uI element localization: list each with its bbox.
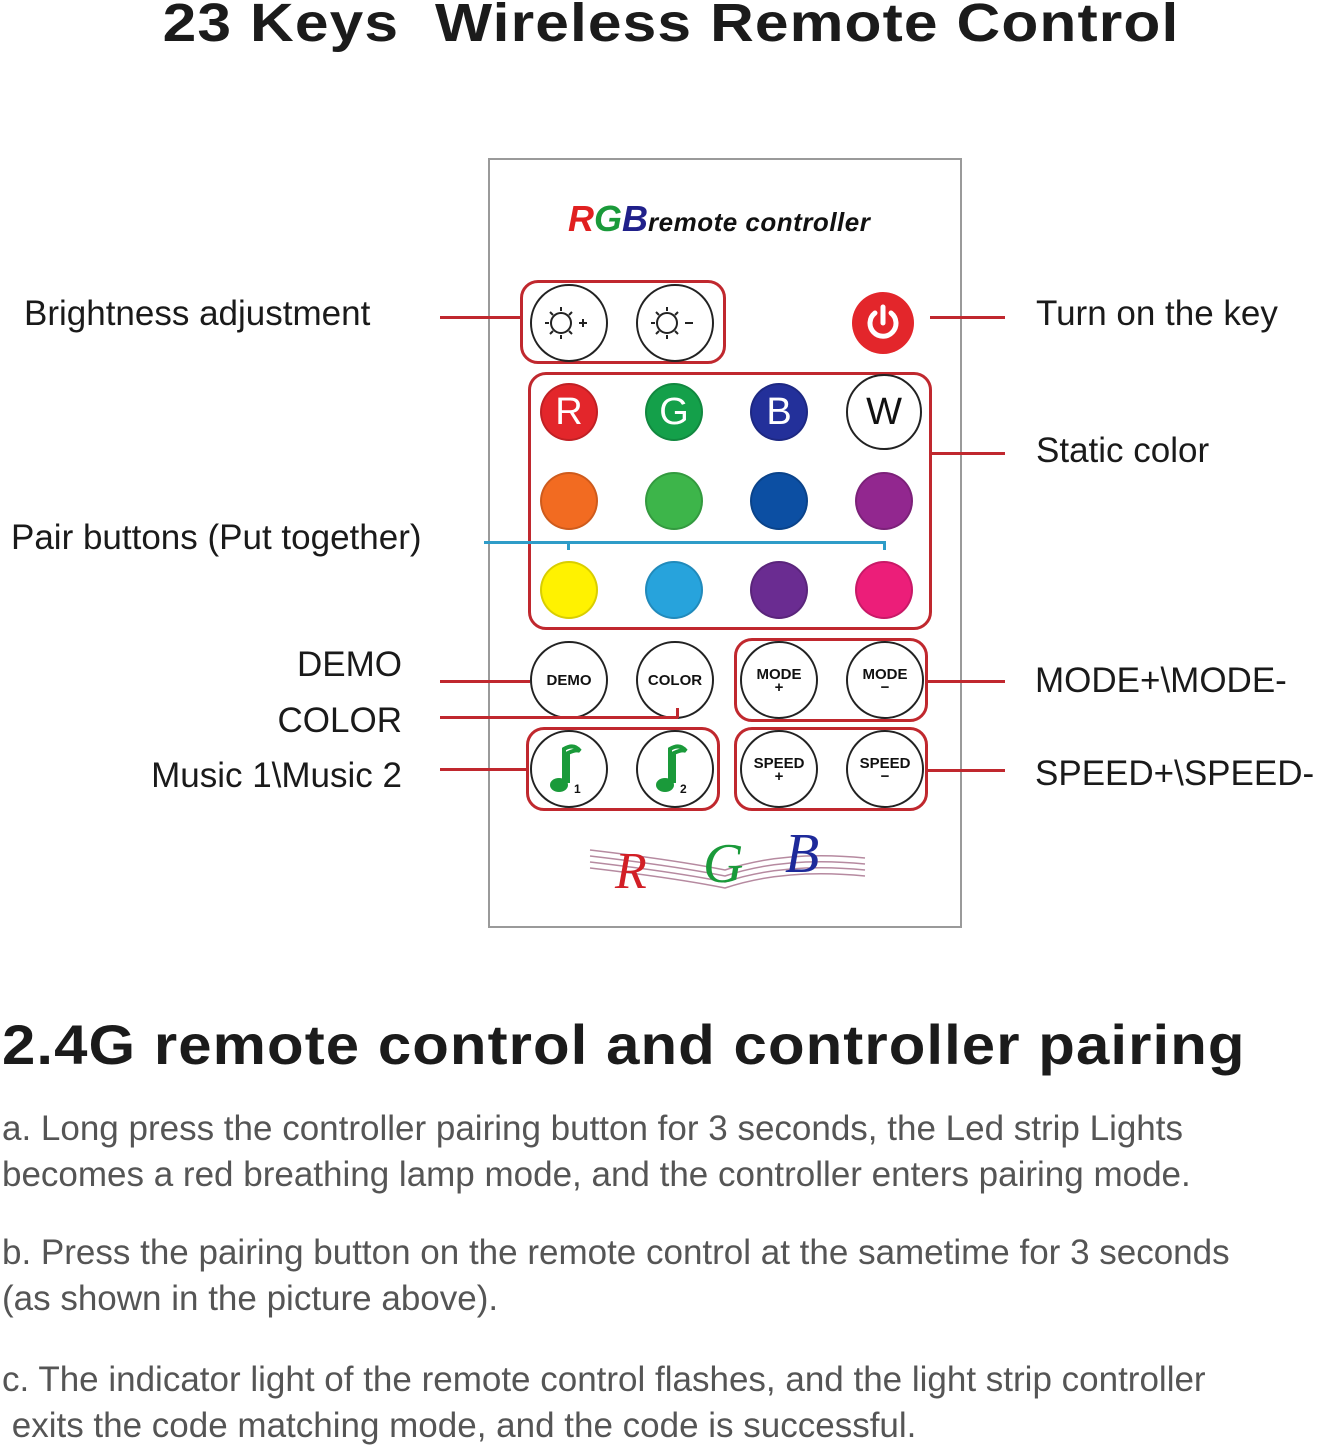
callout-demo: DEMO <box>297 645 402 684</box>
demo-button[interactable]: DEMO <box>530 641 608 719</box>
color-button-letter: G <box>659 390 689 433</box>
pairing-step-a: a. Long press the controller pairing but… <box>2 1106 1191 1198</box>
rgb-music-staff-logo: R G B <box>589 823 866 900</box>
callout-music: Music 1\Music 2 <box>151 756 402 795</box>
callout-line-color-tick <box>676 708 679 718</box>
logo-r: R <box>614 843 647 900</box>
color-button[interactable]: COLOR <box>636 641 714 719</box>
brightness-down-icon <box>651 307 693 339</box>
color-button-orange[interactable] <box>540 472 598 530</box>
brand-r: R <box>568 198 594 239</box>
color-button-violet[interactable] <box>750 561 808 619</box>
pair-line-tick-left <box>567 541 570 550</box>
pairing-step-b: b. Press the pairing button on the remot… <box>2 1230 1230 1322</box>
callout-brightness: Brightness adjustment <box>24 294 371 333</box>
callout-line-power <box>930 316 1005 319</box>
mode-plus-button[interactable]: MODE + <box>740 641 818 719</box>
mode-plus-label: MODE <box>756 665 802 683</box>
demo-button-label: DEMO <box>546 671 592 689</box>
step-c-line2: exits the code matching mode, and the co… <box>2 1406 917 1445</box>
brightness-down-button[interactable] <box>636 284 714 362</box>
callout-line-mode <box>928 680 1005 683</box>
brand-g: G <box>594 198 623 239</box>
callout-mode: MODE+\MODE- <box>1035 661 1287 700</box>
music1-button[interactable]: 1 <box>530 730 608 808</box>
callout-power: Turn on the key <box>1036 294 1278 333</box>
callout-line-demo <box>440 680 530 683</box>
music-note-icon: 1 <box>550 744 582 796</box>
mode-plus-sign: + <box>774 678 784 696</box>
brightness-group <box>520 280 726 364</box>
mode-minus-label: MODE <box>862 665 908 683</box>
static-color-group <box>528 372 932 630</box>
color-button-label: COLOR <box>647 671 703 689</box>
callout-line-brightness <box>440 316 520 319</box>
logo-b: B <box>785 823 819 885</box>
music1-number: 1 <box>574 782 581 796</box>
speed-minus-label: SPEED <box>859 754 911 772</box>
mode-minus-sign: − <box>880 678 890 696</box>
speed-plus-button[interactable]: SPEED + <box>740 730 818 808</box>
power-button[interactable] <box>852 292 914 354</box>
pairing-heading: 2.4G remote control and controller pairi… <box>2 1013 1246 1076</box>
pair-callout-line <box>484 541 886 544</box>
callout-color: COLOR <box>277 701 402 740</box>
power-icon <box>867 304 899 339</box>
color-button-letter: R <box>555 390 583 433</box>
brand-b: B <box>622 198 649 239</box>
speed-group <box>734 727 928 811</box>
pair-line-tick-right <box>883 541 886 550</box>
pairing-step-c: c. The indicator light of the remote con… <box>2 1357 1206 1449</box>
logo-g: G <box>703 833 743 895</box>
music2-button[interactable]: 2 <box>636 730 714 808</box>
color-button-white[interactable]: W <box>846 374 922 450</box>
brightness-up-button[interactable] <box>530 284 608 362</box>
color-button-sky-blue[interactable] <box>645 561 703 619</box>
page-title: 23 Keys Wireless Remote Control <box>162 0 1180 53</box>
music2-number: 2 <box>680 782 687 796</box>
callout-static: Static color <box>1036 431 1210 470</box>
color-button-light-green[interactable] <box>645 472 703 530</box>
callout-speed: SPEED+\SPEED- <box>1035 754 1315 793</box>
color-button-dark-blue[interactable] <box>750 472 808 530</box>
speed-plus-sign: + <box>774 767 784 785</box>
color-button-blue[interactable]: B <box>750 383 808 441</box>
color-button-pink[interactable] <box>855 561 913 619</box>
step-c-line1: c. The indicator light of the remote con… <box>2 1360 1206 1399</box>
brand-text: remote controller <box>648 207 871 237</box>
mode-minus-button[interactable]: MODE − <box>846 641 924 719</box>
remote-brand-logo: RGBremote controller <box>568 198 870 240</box>
speed-plus-label: SPEED <box>753 754 805 772</box>
speed-minus-sign: − <box>880 767 890 785</box>
music-group <box>526 727 720 811</box>
callout-line-color <box>440 716 678 719</box>
mode-group <box>734 638 928 722</box>
callout-pair: Pair buttons (Put together) <box>11 518 422 557</box>
color-button-purple[interactable] <box>855 472 913 530</box>
speed-minus-button[interactable]: SPEED − <box>846 730 924 808</box>
callout-line-speed <box>928 769 1005 772</box>
step-b-line1: b. Press the pairing button on the remot… <box>2 1233 1230 1272</box>
callout-line-music <box>440 768 526 771</box>
color-button-letter: W <box>866 390 902 433</box>
brightness-up-icon <box>545 307 587 339</box>
color-button-letter: B <box>766 390 792 433</box>
step-a-line1: a. Long press the controller pairing but… <box>2 1109 1183 1148</box>
color-button-green[interactable]: G <box>645 383 703 441</box>
color-button-red[interactable]: R <box>540 383 598 441</box>
callout-line-static <box>930 452 1005 455</box>
step-a-line2: becomes a red breathing lamp mode, and t… <box>2 1155 1191 1194</box>
color-button-yellow[interactable] <box>540 561 598 619</box>
music-note-icon: 2 <box>656 744 688 796</box>
step-b-line2: (as shown in the picture above). <box>2 1279 499 1318</box>
